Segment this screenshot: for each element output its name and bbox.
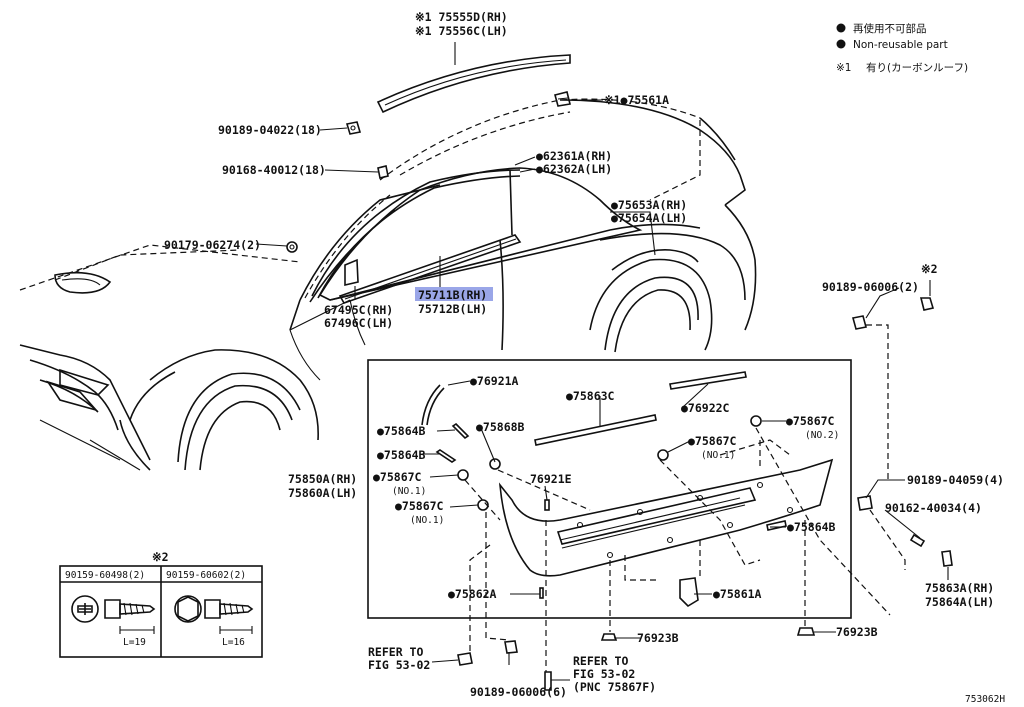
part-label: ●75864B [787,520,836,534]
part-label: 90168-40012(18) [222,163,326,177]
part-label: 67495C(RH) [324,303,393,317]
legend-dot-icon [836,23,846,33]
part-label: ●76922C [681,401,730,415]
part-label: 90159-60498(2) [65,570,145,581]
clip-75561a-part [554,91,571,107]
part-sublabel: L=16 [222,637,245,648]
legend-dot-icon [836,39,846,49]
part-label: ●75863C [566,389,615,403]
part-label: ●75654A(LH) [611,211,687,225]
nuts-76923b-parts [600,627,816,641]
hex-head-icon [177,596,199,622]
leader-lines [255,42,949,681]
part-label: ●75867C [373,470,422,484]
strip-76922c-part [669,371,747,390]
part-sublabel: (NO.1) [701,450,735,461]
part-label: 90189-04022(18) [218,123,322,137]
bottom-fasteners-parts [457,640,552,691]
part-label: 90189-06006(2) [822,280,919,294]
part-label: (PNC 75867F) [573,680,656,694]
part-label: 90189-04059(4) [907,473,1004,487]
part-label: ●75653A(RH) [611,198,687,212]
assembly-dashed-lines [464,120,906,672]
fender-molding-75653a-part [611,249,699,271]
pads-75864b-parts [435,422,787,531]
part-label: ●76921A [470,374,519,388]
part-label: 76921E [530,472,572,486]
clip-90189-04022-part [345,121,362,135]
part-sublabel: L=19 [123,637,146,648]
mudguard-75861a-part [679,577,699,608]
legend-note-mark: ※1 [836,62,851,74]
right-side-clips-parts [857,495,953,567]
part-label: 76923B [637,631,679,645]
part-sublabel: (NO.2) [805,430,839,441]
phillips-head-icon [71,595,99,623]
strip-75863c-part [534,414,657,446]
window-frame-molding-62361a-part [311,169,521,299]
pad-76921e-part [544,499,550,511]
part-label: ●75864B [377,448,426,462]
clips-75867c-parts [457,415,762,511]
part-label: FIG 53-02 [573,667,635,681]
part-label: ※1 75555D(RH) [415,10,508,24]
part-label: ●75868B [476,420,525,434]
part-label: 75850A(RH) [288,472,357,486]
part-label: ●62361A(RH) [536,149,612,163]
part-label-highlighted[interactable]: 75711B(RH) [418,288,487,302]
clip-90168-40012-part [377,165,389,179]
part-label: ●75861A [713,587,762,601]
part-label: REFER TO [573,654,628,668]
part-label: 90159-60602(2) [166,570,246,581]
part-label: ※2 [921,262,938,276]
pad-75862a-part [539,587,544,599]
part-label: 90162-40034(4) [885,501,982,515]
highlight-box [415,287,493,301]
belt-molding-75711b-part [338,234,522,304]
legend-note-text: 有り(カーボンルーフ) [866,61,968,74]
part-labels: ※1 75555D(RH) ※1 75556C(LH) ※1●75561A 90… [164,10,1005,705]
part-label: ●62362A(LH) [536,162,612,176]
screw-detail-table: ※2 90159-60498(2) 90159-60602(2) L=19 L=… [59,550,263,658]
part-label: 90189-06006(6) [470,685,567,699]
part-label: ●75867C [688,434,737,448]
part-label: ●75862A [448,587,497,601]
clip-90179-06274-part [286,241,298,253]
part-label: 67496C(LH) [324,316,393,330]
part-label: REFER TO [368,645,423,659]
part-label: 76923B [836,625,878,639]
part-label: ※2 [152,550,169,564]
part-label: ●75867C [395,499,444,513]
part-label: ●75864B [377,424,426,438]
diagram-number: 753062H [965,694,1005,705]
clip-90189-06006-top-part [852,297,935,330]
part-label: 75864A(LH) [925,595,994,609]
roof-molding-part [376,54,571,114]
legend-jp: 再使用不可部品 [853,22,927,35]
part-label: 75860A(LH) [288,486,357,500]
rocker-panel-75850a-part [498,458,834,577]
part-label: 90179-06274(2) [164,238,261,252]
part-label: ※1●75561A [604,93,669,107]
legend-en: Non-reusable part [853,39,948,51]
part-label: 75712B(LH) [418,302,487,316]
part-label: 75863A(RH) [925,581,994,595]
part-label: FIG 53-02 [368,658,430,672]
part-label: ※1 75556C(LH) [415,24,508,38]
seal-76921a-part [421,384,445,426]
detail-box-rocker-panel [367,359,852,619]
part-label: ●75867C [786,414,835,428]
part-sublabel: (NO.1) [410,515,444,526]
part-sublabel: (NO.1) [392,486,426,497]
legend: 再使用不可部品 Non-reusable part ※1 有り(カーボンルーフ) [836,22,968,74]
